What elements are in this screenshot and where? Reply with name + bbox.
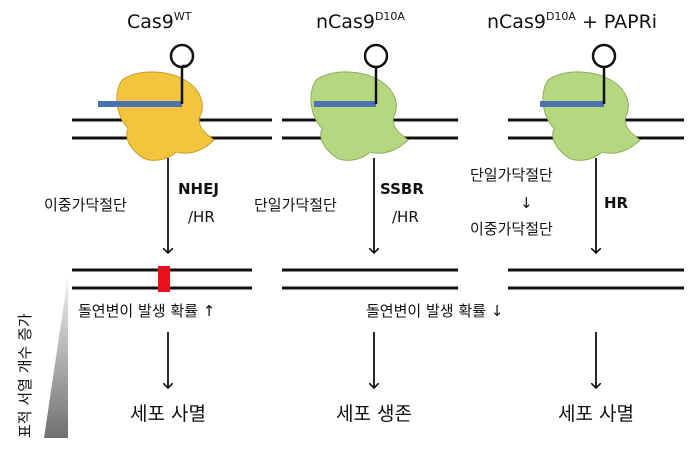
mutation-note-down: 돌연변이 발생 확률 ↓ (366, 302, 503, 320)
mutation-mark (158, 266, 170, 292)
target-count-wedge (44, 276, 68, 438)
column-3-repair-bold: HR (604, 194, 629, 212)
column-1-repair-bold: NHEJ (178, 180, 219, 198)
ncas9-protein (310, 71, 409, 161)
column-2-break-label: 단일가닥절단 (254, 196, 337, 214)
column-3-break-arrow: ↓ (520, 194, 533, 212)
ncas9-protein-papri (542, 71, 641, 161)
column-2-outcome: 세포 생존 (336, 403, 412, 425)
column-2-title: nCas9D10A (316, 10, 405, 33)
column-1-title: Cas9WT (127, 10, 192, 33)
column-2-repair-bold: SSBR (380, 180, 424, 198)
repaired-dna-1 (72, 266, 252, 292)
sgrna-hairpin-2 (363, 43, 389, 69)
column-1-break-label: 이중가닥절단 (44, 196, 127, 214)
column-1-outcome: 세포 사멸 (130, 403, 206, 425)
sgrna-hairpin-1 (169, 43, 195, 69)
repaired-dna-2 (282, 268, 458, 290)
mutation-note-up: 돌연변이 발생 확률 ↑ (78, 302, 215, 320)
cas9-protein (116, 71, 215, 161)
sgrna-hairpin-3 (591, 43, 617, 69)
cas9-complex-1 (72, 43, 272, 161)
ncas9-complex-3 (508, 43, 684, 161)
column-2-repair-sub: /HR (392, 208, 419, 226)
column-3-outcome: 세포 사멸 (558, 403, 634, 425)
ncas9-complex-2 (282, 43, 458, 161)
repaired-dna-3 (508, 268, 684, 290)
column-3-break-label-1: 단일가닥절단 (470, 166, 553, 184)
side-label: 표적 서열 개수 증가 (16, 313, 34, 438)
column-3-break-label-2: 이중가닥절단 (470, 220, 553, 238)
column-1-repair-sub: /HR (188, 208, 215, 226)
column-3-title: nCas9D10A+ PAPRi (487, 10, 657, 33)
